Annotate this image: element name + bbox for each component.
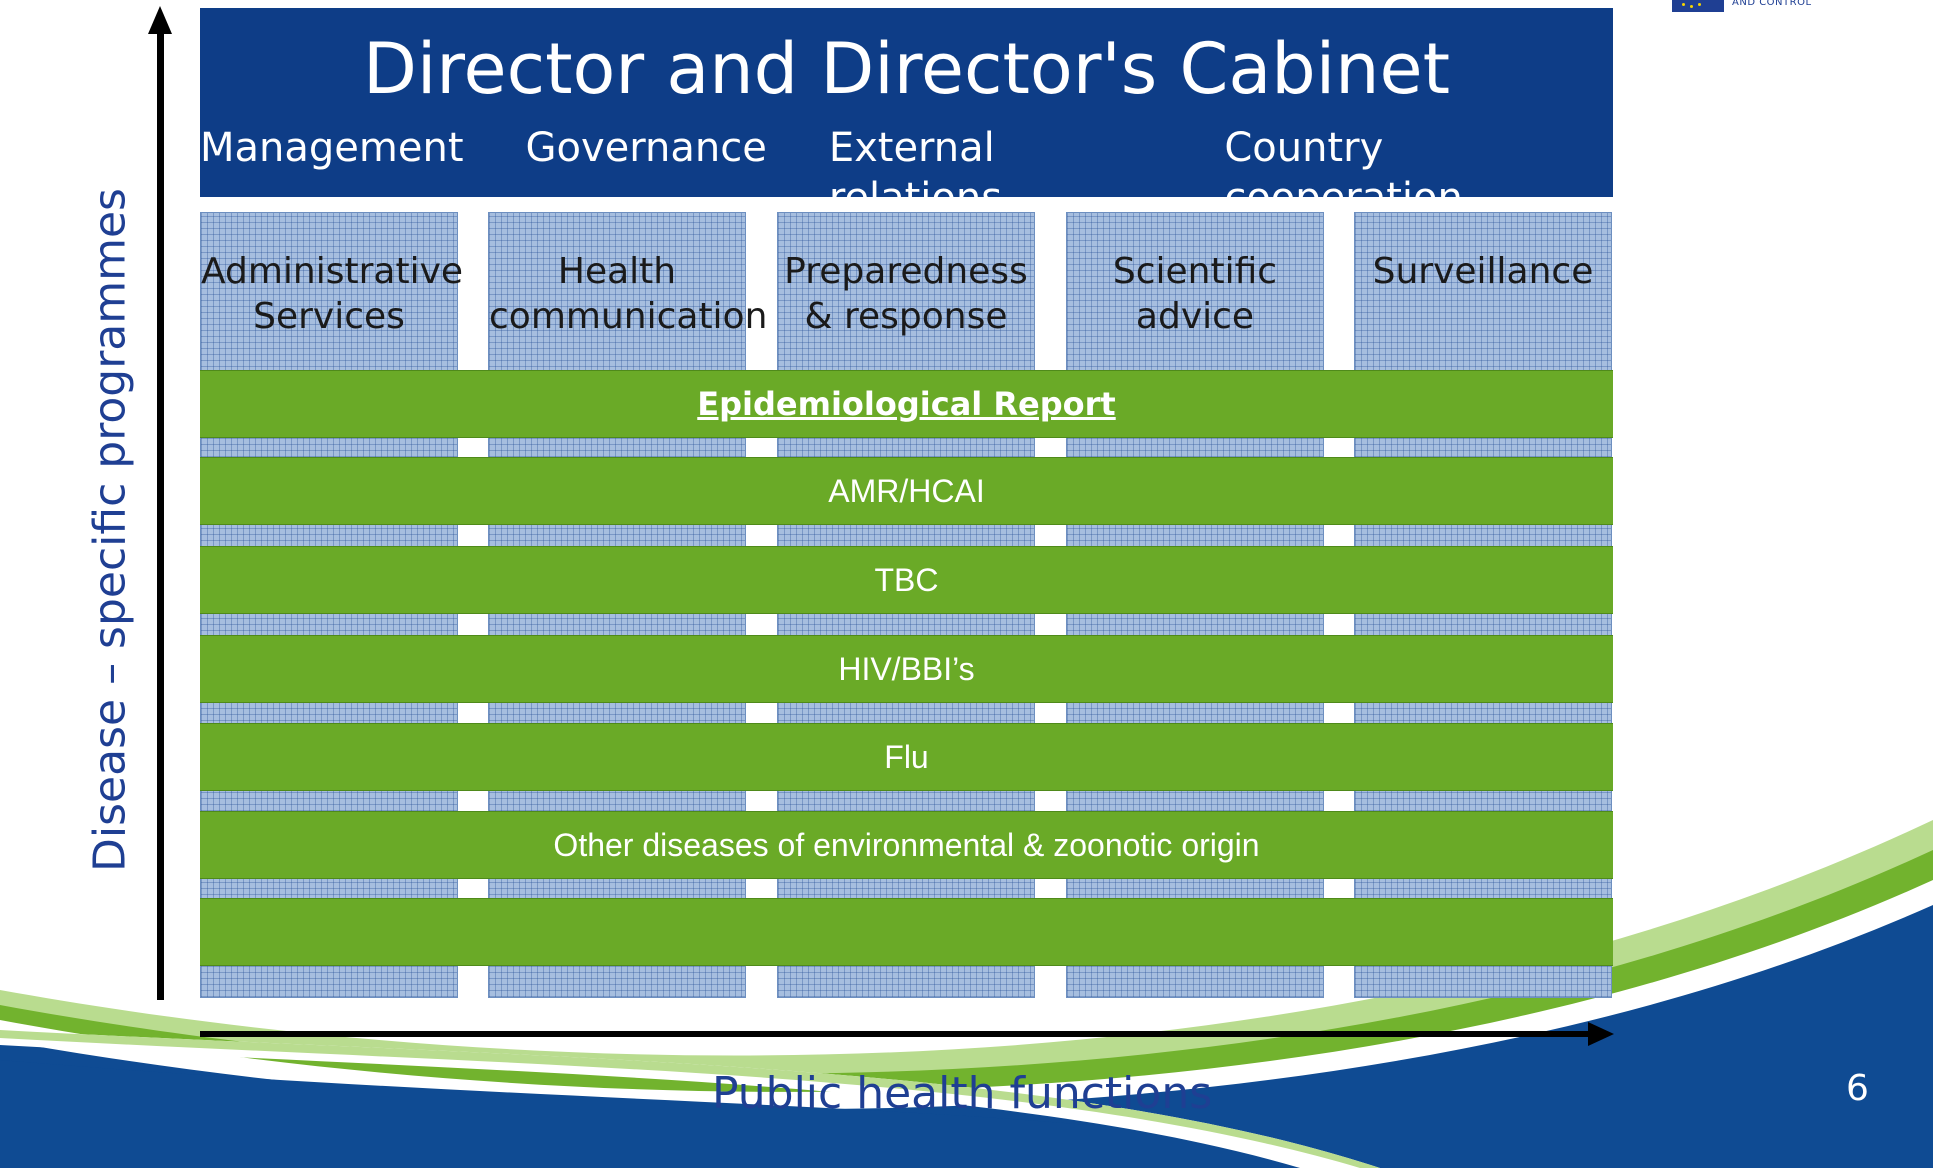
function-label: Administrative Services [201, 251, 464, 337]
director-cabinet-box: Director and Director's Cabinet Manageme… [200, 8, 1613, 221]
programme-band-flu: Flu [200, 723, 1613, 791]
y-axis-label: Disease – specific programmes [84, 188, 136, 872]
function-label: Surveillance [1372, 251, 1594, 292]
header-title: Director and Director's Cabinet [362, 28, 1451, 110]
page-number: 6 [1846, 1068, 1869, 1109]
eu-flag-icon [1672, 0, 1724, 12]
logo-text: AND CONTROL [1732, 0, 1812, 8]
y-axis-line [157, 30, 164, 1000]
x-axis-label: Public health functions [712, 1068, 1213, 1119]
y-axis-arrow-icon [148, 6, 172, 34]
function-label: Scientific advice [1112, 251, 1278, 337]
function-label: Preparedness & response [784, 251, 1028, 337]
header-item-country-cooperation: Country cooperation [1224, 125, 1463, 221]
header-item-management: Management [200, 125, 464, 171]
programme-band-empty [200, 898, 1613, 966]
programme-band-other-diseases: Other diseases of environmental & zoonot… [200, 811, 1613, 879]
programme-band-tbc: TBC [200, 546, 1613, 614]
x-axis-arrow-icon [1588, 1022, 1614, 1046]
ecdc-logo: AND CONTROL [1672, 0, 1932, 14]
programme-band-amr-hcai: AMR/HCAI [200, 457, 1613, 525]
header-item-governance: Governance [525, 125, 767, 171]
programme-band-epidemiological-report[interactable]: Epidemiological Report [200, 370, 1613, 438]
programme-band-hiv-bbi: HIV/BBI’s [200, 635, 1613, 703]
header-items: Management Governance External relations… [200, 123, 1613, 223]
function-label: Health communication [489, 251, 768, 337]
header-item-external-relations: External relations [828, 125, 1003, 221]
x-axis-line [200, 1031, 1590, 1037]
